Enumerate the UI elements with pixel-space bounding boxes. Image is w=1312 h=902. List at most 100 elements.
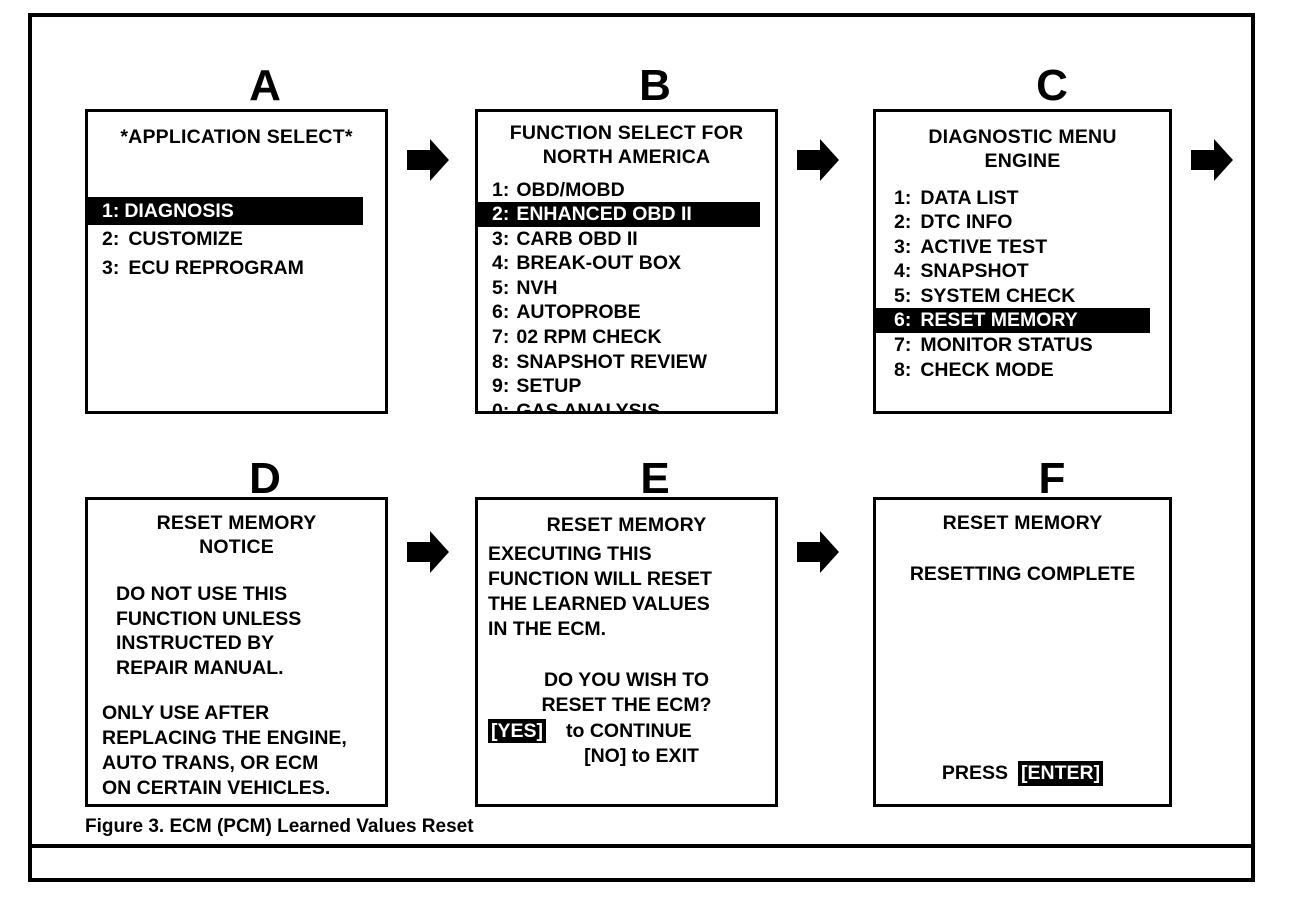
panel-b-title: FUNCTION SELECT FOR NORTH AMERICA (509, 122, 744, 168)
menu-item-o2-rpm-check[interactable]: 7: 02 RPM CHECK (478, 325, 775, 350)
menu-item-number: 1: (894, 186, 912, 209)
menu-item-enhanced-obd-ii[interactable]: 2: ENHANCED OBD II (478, 202, 760, 227)
screen-panel-a[interactable]: *APPLICATION SELECT* 1: DIAGNOSIS 2: CUS… (85, 109, 388, 414)
menu-item-number: 3: (102, 256, 120, 279)
yes-action-label: to CONTINUE (566, 719, 692, 742)
menu-item-label: SETUP (516, 375, 582, 398)
menu-item-ecu-reprogram[interactable]: 3: ECU REPROGRAM (88, 254, 385, 283)
menu-item-snapshot[interactable]: 4: SNAPSHOT (876, 259, 1169, 284)
menu-item-label: CHECK MODE (920, 358, 1054, 381)
arrow-right-icon (797, 531, 839, 573)
panel-e-yes-row[interactable]: [YES] to CONTINUE (478, 718, 775, 744)
menu-item-label: BREAK-OUT BOX (516, 252, 682, 275)
menu-item-customize[interactable]: 2: CUSTOMIZE (88, 225, 385, 254)
panel-letter-a: A (249, 61, 281, 110)
panel-f-title: RESET MEMORY (942, 512, 1103, 534)
menu-item-dtc-info[interactable]: 2: DTC INFO (876, 210, 1169, 235)
panel-e-title: RESET MEMORY (546, 514, 707, 536)
screen-panel-c[interactable]: DIAGNOSTIC MENU ENGINE 1: DATA LIST 2: D… (873, 109, 1172, 414)
caption-divider (32, 844, 1251, 848)
menu-item-label: DIAGNOSIS (124, 199, 234, 222)
menu-item-snapshot-review[interactable]: 8: SNAPSHOT REVIEW (478, 350, 775, 375)
menu-item-active-test[interactable]: 3: ACTIVE TEST (876, 235, 1169, 260)
panel-d-warning-paragraph: DO NOT USE THIS FUNCTION UNLESS INSTRUCT… (116, 582, 302, 680)
panel-letter-c: C (1036, 61, 1068, 110)
menu-item-label: 02 RPM CHECK (516, 325, 662, 348)
menu-item-label: SYSTEM CHECK (920, 284, 1076, 307)
menu-item-monitor-status[interactable]: 7: MONITOR STATUS (876, 333, 1169, 358)
panel-d-title: RESET MEMORY NOTICE (156, 512, 317, 558)
menu-item-reset-memory[interactable]: 6: RESET MEMORY (876, 308, 1150, 333)
menu-item-label: DATA LIST (920, 186, 1019, 209)
menu-item-number: 4: (492, 252, 510, 275)
menu-item-number: 7: (894, 333, 912, 356)
menu-item-number: 6: (492, 301, 510, 324)
menu-item-label: DTC INFO (920, 211, 1013, 234)
menu-item-diagnosis[interactable]: 1: DIAGNOSIS (88, 196, 363, 226)
panel-letter-e: E (640, 454, 670, 503)
panel-e-no-row[interactable]: [NO] to EXIT (584, 745, 699, 768)
panel-f-status: RESETTING COMPLETE (909, 562, 1136, 585)
panel-letter-f: F (1038, 454, 1066, 503)
panel-b-menu[interactable]: 1: OBD/MOBD 2: ENHANCED OBD II 3: CARB O… (478, 178, 775, 414)
panel-d-usage-paragraph: ONLY USE AFTER REPLACING THE ENGINE, AUT… (102, 702, 347, 800)
menu-item-autoprobe[interactable]: 6: AUTOPROBE (478, 300, 775, 325)
menu-item-label: CARB OBD II (516, 227, 638, 250)
menu-item-data-list[interactable]: 1: DATA LIST (876, 186, 1169, 211)
menu-item-number: 2: (894, 211, 912, 234)
panel-c-title: DIAGNOSTIC MENU ENGINE (928, 126, 1117, 172)
menu-item-number: 1: (492, 178, 510, 201)
menu-item-number: 3: (492, 227, 510, 250)
figure-frame: A B C *APPLICATION SELECT* 1: DIAGNOSIS … (28, 13, 1255, 882)
panel-c-menu[interactable]: 1: DATA LIST 2: DTC INFO 3: ACTIVE TEST … (876, 186, 1169, 383)
menu-item-number: 0: (492, 399, 510, 414)
figure-caption: Figure 3. ECM (PCM) Learned Values Reset (85, 816, 474, 837)
menu-item-check-mode[interactable]: 8: CHECK MODE (876, 358, 1169, 383)
menu-item-nvh[interactable]: 5: NVH (478, 276, 775, 301)
menu-item-number: 9: (492, 375, 510, 398)
menu-item-number: 4: (894, 260, 912, 283)
enter-key-button[interactable]: [ENTER] (1018, 761, 1104, 786)
screen-panel-b[interactable]: FUNCTION SELECT FOR NORTH AMERICA 1: OBD… (475, 109, 778, 414)
menu-item-system-check[interactable]: 5: SYSTEM CHECK (876, 284, 1169, 309)
panel-e-prompt: DO YOU WISH TO RESET THE ECM? (541, 668, 712, 716)
menu-item-label: ACTIVE TEST (920, 235, 1048, 258)
arrow-right-icon (797, 139, 839, 181)
menu-item-obd-mobd[interactable]: 1: OBD/MOBD (478, 178, 775, 203)
menu-item-label: CUSTOMIZE (128, 228, 243, 251)
menu-item-gas-analysis[interactable]: 0: GAS ANALYSIS (478, 399, 775, 414)
screen-panel-f[interactable]: RESET MEMORY RESETTING COMPLETE PRESS [E… (873, 497, 1172, 807)
menu-item-number: 7: (492, 325, 510, 348)
menu-item-number: 2: (492, 203, 510, 226)
panel-a-menu[interactable]: 1: DIAGNOSIS 2: CUSTOMIZE 3: ECU REPROGR… (88, 196, 385, 283)
menu-item-number: 5: (492, 276, 510, 299)
menu-item-label: SNAPSHOT REVIEW (516, 350, 708, 373)
menu-item-label: AUTOPROBE (516, 301, 641, 324)
screen-panel-d[interactable]: RESET MEMORY NOTICE DO NOT USE THIS FUNC… (85, 497, 388, 807)
menu-item-number: 8: (492, 350, 510, 373)
menu-item-setup[interactable]: 9: SETUP (478, 374, 775, 399)
menu-item-carb-obd-ii[interactable]: 3: CARB OBD II (478, 227, 775, 252)
panel-letter-b: B (639, 61, 671, 110)
menu-item-number: 8: (894, 358, 912, 381)
menu-item-break-out-box[interactable]: 4: BREAK-OUT BOX (478, 251, 775, 276)
menu-item-label: ECU REPROGRAM (128, 256, 304, 279)
arrow-right-icon (407, 139, 449, 181)
menu-item-label: SNAPSHOT (920, 260, 1029, 283)
press-label: PRESS (941, 762, 1009, 785)
panel-e-body: EXECUTING THIS FUNCTION WILL RESET THE L… (488, 542, 712, 640)
menu-item-label: MONITOR STATUS (920, 333, 1093, 356)
menu-item-number: 5: (894, 284, 912, 307)
menu-item-number: 1: (102, 199, 120, 222)
yes-key-button[interactable]: [YES] (488, 718, 547, 744)
arrow-right-icon (407, 531, 449, 573)
menu-item-label: OBD/MOBD (516, 178, 625, 201)
menu-item-label: RESET MEMORY (920, 309, 1078, 332)
panel-f-press-row[interactable]: PRESS [ENTER] (876, 761, 1169, 786)
screen-panel-e[interactable]: RESET MEMORY EXECUTING THIS FUNCTION WIL… (475, 497, 778, 807)
menu-item-label: GAS ANALYSIS (516, 399, 661, 414)
menu-item-label: ENHANCED OBD II (516, 203, 692, 226)
menu-item-number: 2: (102, 228, 120, 251)
panel-letter-d: D (249, 454, 281, 503)
menu-item-label: NVH (516, 276, 558, 299)
